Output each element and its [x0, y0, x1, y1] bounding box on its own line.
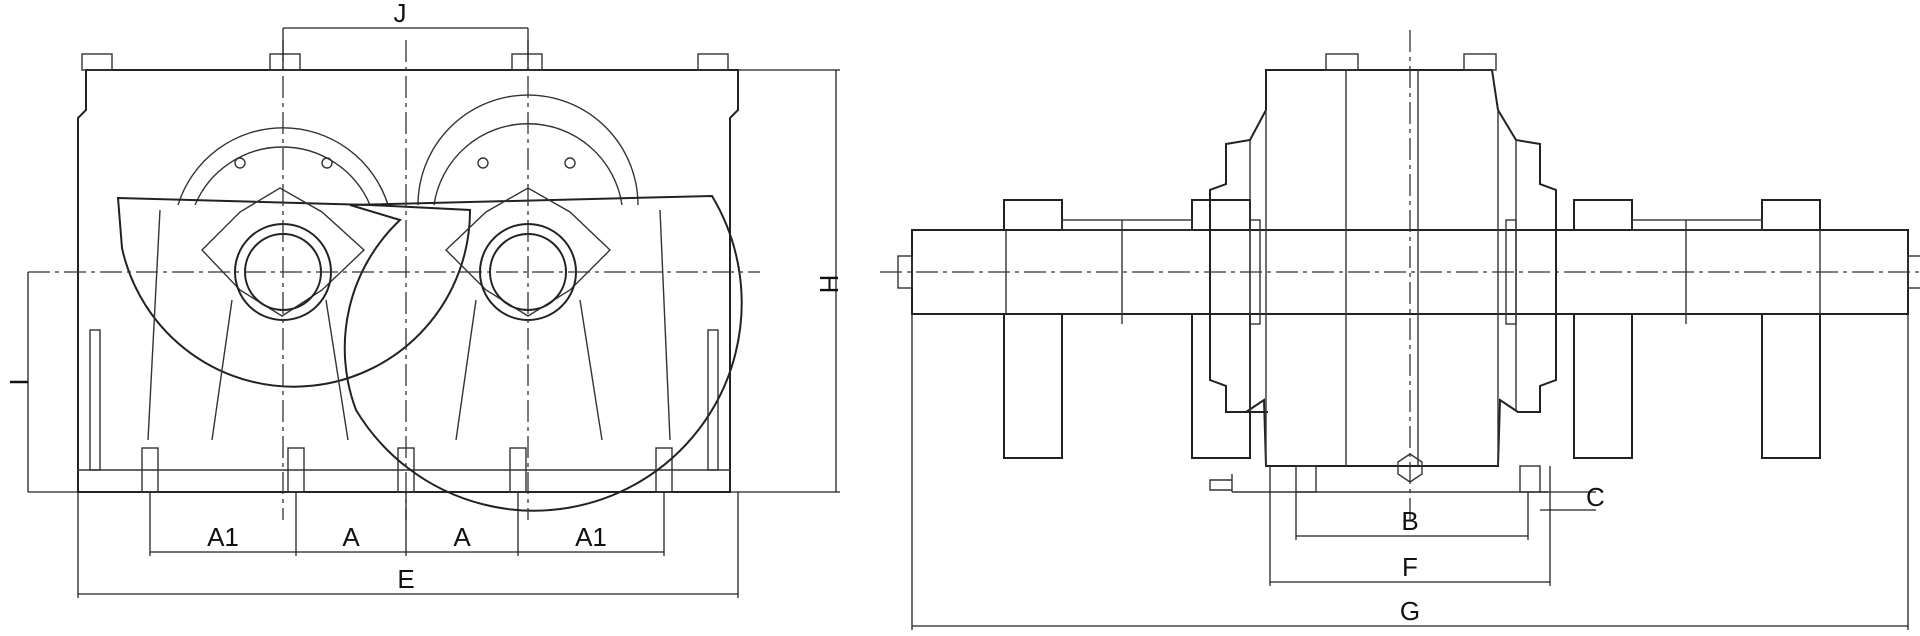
front-inner-frame: [147, 209, 671, 441]
dim-label-j: J: [394, 0, 407, 28]
side-left-supports: [1003, 199, 1251, 459]
dim-label-c: C: [1586, 482, 1605, 512]
dim-label-h: H: [814, 275, 844, 294]
side-right-supports: [1573, 199, 1821, 459]
side-view: C B F G: [880, 30, 1920, 630]
front-housing-outline: [77, 69, 739, 493]
front-top-bolts: [81, 53, 729, 71]
left-shaft-hub: [201, 187, 366, 317]
dim-label-a-left: A: [342, 522, 360, 552]
dim-label-e: E: [397, 564, 414, 594]
front-view: J H I A1 A A A1 E: [4, 0, 844, 598]
right-bowl: [343, 194, 743, 512]
left-bowl: [116, 196, 472, 388]
dim-label-a1-left: A1: [207, 522, 239, 552]
dim-label-a-right: A: [453, 522, 471, 552]
dim-label-i: I: [4, 378, 34, 385]
dim-label-g: G: [1400, 596, 1420, 626]
dim-label-f: F: [1402, 552, 1418, 582]
dim-label-a1-right: A1: [575, 522, 607, 552]
dim-label-b: B: [1401, 506, 1418, 536]
side-gearbox-body: [1209, 69, 1557, 467]
